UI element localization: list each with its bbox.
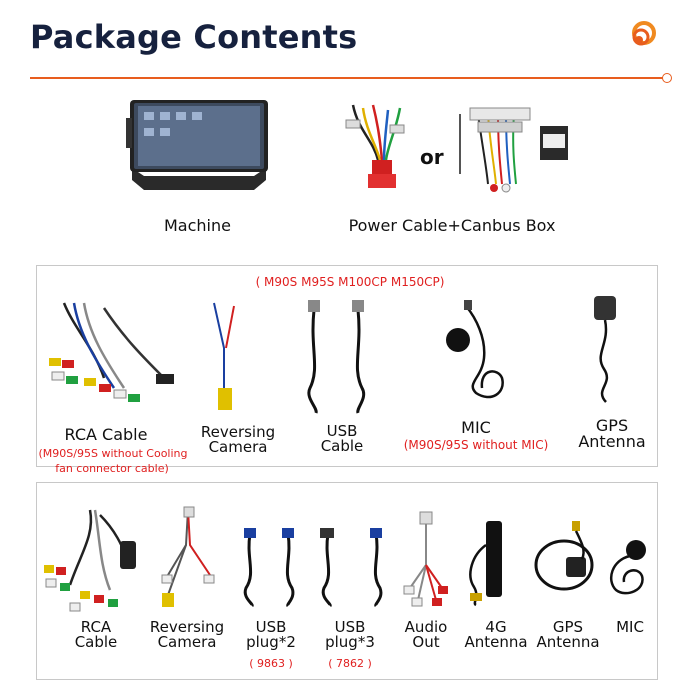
s2-4g-antenna-image <box>462 515 522 607</box>
rca-note-line1: (M90S/95S without Cooling <box>38 447 188 460</box>
header-divider <box>30 77 666 79</box>
s2-usb2-image <box>238 528 304 608</box>
s2-gps-antenna-image <box>532 515 602 605</box>
s2-camera-label-2: Camera <box>157 633 217 651</box>
or-text: or <box>420 145 444 169</box>
mic-note: (M90S/95S without MIC) <box>403 438 549 452</box>
s2-audio-label-2: Out <box>412 633 440 651</box>
rca-cable-image <box>44 298 184 418</box>
divider-end-dot <box>662 73 672 83</box>
s1-gps-label-2: Antenna <box>578 432 646 451</box>
s2-usb2-note: ( 9863 ) <box>249 657 293 670</box>
reversing-camera-cable-image <box>204 298 244 418</box>
s2-gps-label-1: GPS <box>552 618 584 636</box>
s1-camera-label-1: Reversing <box>200 423 276 441</box>
page-title: Package Contents <box>30 18 358 56</box>
s2-rca-label-1: RCA <box>80 618 112 636</box>
mic-image <box>436 298 516 408</box>
s2-rca-image <box>40 505 140 615</box>
machine-image <box>124 98 274 198</box>
accessories-box-2 <box>36 482 658 680</box>
rca-note-line2: fan connector cable) <box>55 462 169 475</box>
s2-4g-label-2: Antenna <box>464 633 528 651</box>
s1-gps-label-1: GPS <box>595 416 629 435</box>
s2-audio-out-image <box>396 510 456 610</box>
s1-camera-label-2: Camera <box>208 438 268 456</box>
s2-camera-label-1: Reversing <box>149 618 225 636</box>
gps-antenna-image <box>584 294 634 404</box>
models-note: ( M90S M95S M100CP M150CP) <box>255 275 445 289</box>
s1-mic-label: MIC <box>461 418 491 437</box>
s2-rca-label-2: Cable <box>74 633 118 651</box>
s2-camera-image <box>154 505 224 615</box>
brand-logo-icon <box>626 20 658 52</box>
s1-usb-label-1: USB <box>326 422 358 440</box>
s2-usb3-label-2: plug*3 <box>325 633 375 651</box>
s2-audio-label-1: Audio <box>404 618 448 636</box>
machine-label: Machine <box>164 216 231 235</box>
s1-rca-label: RCA Cable <box>64 425 148 444</box>
accessories-box-1 <box>36 265 658 467</box>
s2-gps-label-2: Antenna <box>536 633 600 651</box>
canbus-cable-image <box>448 104 573 199</box>
s2-usb2-label-1: USB <box>255 618 287 636</box>
s2-mic-image <box>602 520 656 600</box>
s2-usb3-image <box>314 528 394 608</box>
power-cable-image <box>338 100 418 195</box>
s2-usb2-label-2: plug*2 <box>246 633 296 651</box>
s1-usb-label-2: Cable <box>320 437 364 455</box>
s2-usb3-label-1: USB <box>334 618 366 636</box>
s2-usb3-note: ( 7862 ) <box>328 657 372 670</box>
s2-4g-label-1: 4G <box>485 618 507 636</box>
s2-mic-label: MIC <box>616 618 644 636</box>
power-cable-canbus-label: Power Cable+Canbus Box <box>348 216 556 235</box>
usb-cable-image <box>300 298 384 418</box>
